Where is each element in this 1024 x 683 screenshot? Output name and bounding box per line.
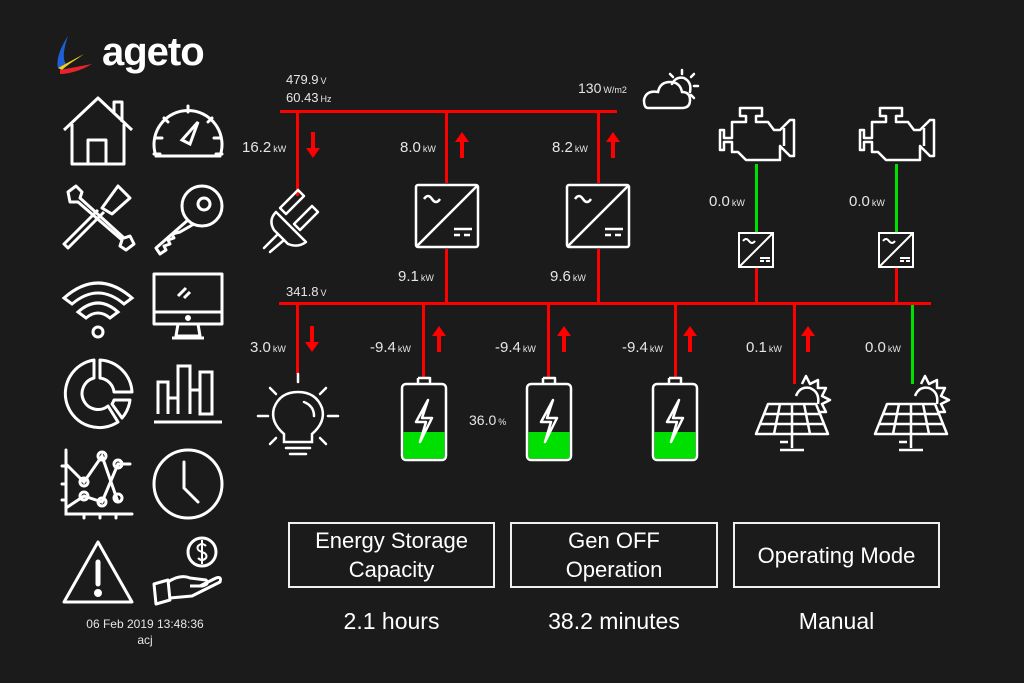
- sidebar-item-security[interactable]: [150, 182, 226, 258]
- wrench-screwdriver-icon: [62, 184, 136, 252]
- gen-off-operation-value: 38.2 minutes: [548, 608, 680, 634]
- arrow-up-icon: [801, 326, 815, 352]
- load-lightbulb-icon[interactable]: [256, 372, 340, 460]
- operating-mode-value: Manual: [798, 608, 875, 634]
- home-icon: [62, 96, 134, 166]
- inverter-1-icon[interactable]: [414, 183, 480, 249]
- generator-1-dc-line: [755, 268, 758, 304]
- generator-2-engine-icon[interactable]: [858, 106, 938, 164]
- generator-2-rectifier-icon[interactable]: [878, 232, 914, 268]
- battery-1-line: [422, 302, 425, 378]
- generator-1-line: [755, 164, 758, 232]
- arrow-up-icon: [432, 326, 446, 352]
- sidebar-item-clock[interactable]: [150, 446, 226, 522]
- sidebar-item-display[interactable]: [150, 270, 226, 346]
- hand-dollar-icon: [152, 536, 222, 606]
- info-label-line2: Capacity: [348, 557, 435, 582]
- arrow-down-icon: [305, 326, 319, 352]
- sidebar-item-bar-chart[interactable]: [150, 360, 226, 436]
- arrow-up-icon: [557, 326, 571, 352]
- datetime: 06 Feb 2019 13:48:36: [86, 617, 204, 631]
- info-label-line1: Gen OFF: [568, 528, 660, 553]
- generator-1-engine-icon[interactable]: [718, 106, 798, 164]
- logo-wing-icon: [57, 36, 92, 74]
- solar-panel-2-icon[interactable]: [873, 374, 953, 454]
- ac-bus-line: [280, 110, 617, 113]
- battery-3-line: [674, 302, 677, 378]
- arrow-up-icon: [683, 326, 697, 352]
- load-feeder-line: [296, 302, 299, 374]
- solar-panel-1-icon[interactable]: [754, 374, 834, 454]
- arrow-down-icon: [306, 132, 320, 158]
- warning-icon: [62, 540, 134, 604]
- sidebar-item-tools[interactable]: [60, 180, 136, 256]
- info-label-line2: Operation: [565, 557, 663, 582]
- battery-2-line: [547, 302, 550, 378]
- sidebar-item-alarms[interactable]: [60, 536, 136, 612]
- monitor-icon: [152, 272, 224, 340]
- donut-chart-icon: [63, 358, 134, 430]
- solar-2-line: [911, 305, 914, 384]
- energy-storage-capacity-value: 2.1 hours: [343, 608, 440, 634]
- bar-chart-icon: [154, 364, 222, 424]
- dc-bus-line: [279, 302, 931, 305]
- battery-1-icon[interactable]: [400, 376, 448, 462]
- wifi-icon: [61, 281, 135, 339]
- generator-2-line: [895, 164, 898, 232]
- arrow-up-icon: [455, 132, 469, 158]
- battery-state-of-charge: 36.0%: [469, 412, 507, 428]
- key-icon: [154, 184, 224, 256]
- ageto-logo: ageto: [54, 30, 234, 84]
- sidebar-item-finance[interactable]: [150, 534, 226, 610]
- sidebar-item-line-chart[interactable]: [60, 444, 136, 520]
- brand-name: ageto: [102, 30, 205, 74]
- grid-plug-icon[interactable]: [258, 186, 334, 254]
- speedometer-icon: [152, 104, 224, 158]
- sidebar-item-donut-chart[interactable]: [60, 356, 136, 432]
- grid-feeder-line: [296, 110, 299, 196]
- line-chart-icon: [60, 448, 134, 520]
- arrow-up-icon: [606, 132, 620, 158]
- info-label-line1: Energy Storage: [315, 528, 468, 553]
- generator-2-dc-line: [895, 268, 898, 304]
- partly-cloudy-icon: [640, 68, 700, 112]
- gen-off-operation-button[interactable]: Gen OFF Operation: [510, 522, 718, 588]
- solar-1-line: [793, 302, 796, 384]
- sidebar-item-home[interactable]: [60, 94, 136, 170]
- generator-1-rectifier-icon[interactable]: [738, 232, 774, 268]
- battery-2-icon[interactable]: [525, 376, 573, 462]
- info-label-line1: Operating Mode: [757, 542, 916, 568]
- clock-icon: [152, 448, 224, 520]
- operating-mode-button[interactable]: Operating Mode: [733, 522, 940, 588]
- battery-3-icon[interactable]: [651, 376, 699, 462]
- inverter-2-icon[interactable]: [565, 183, 631, 249]
- sidebar-item-dashboard[interactable]: [150, 96, 226, 172]
- sidebar-item-network[interactable]: [60, 272, 136, 348]
- user-name: acj: [137, 633, 153, 647]
